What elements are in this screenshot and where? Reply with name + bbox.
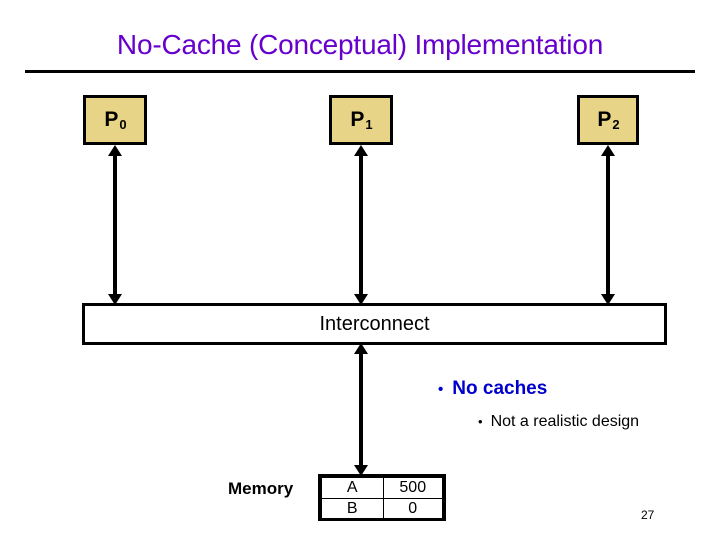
title-divider (25, 70, 695, 73)
table-row: B 0 (321, 498, 443, 520)
arrow-head-up-icon (354, 343, 368, 354)
arrow-shaft (606, 154, 610, 296)
memory-address-0: A (321, 477, 384, 499)
memory-address-1: B (321, 498, 384, 520)
arrow-head-down-icon (354, 465, 368, 476)
processor-subscript-p0: 0 (119, 116, 127, 132)
bullet-no-caches: • No caches (438, 378, 547, 400)
memory-table: A 500 B 0 (318, 474, 446, 521)
memory-value-1: 0 (382, 498, 443, 520)
processor-label-p2: P (597, 108, 612, 131)
memory-label: Memory (228, 479, 294, 498)
interconnect-bar: Interconnect (82, 303, 667, 345)
processor-subscript-p2: 2 (612, 116, 620, 132)
interconnect-label: Interconnect (319, 312, 430, 335)
arrow-head-down-icon (601, 294, 615, 305)
bullet-text-no-caches: No caches (452, 378, 548, 399)
double-arrow-icon-p2-interconnect (600, 145, 616, 305)
processor-subscript-p1: 1 (365, 116, 373, 132)
table-row: A 500 (321, 477, 443, 499)
bullet-not-realistic-design: • Not a realistic design (478, 413, 639, 431)
page-title: No-Cache (Conceptual) Implementation (116, 29, 604, 60)
arrow-head-up-icon (108, 145, 122, 156)
memory-value-0: 500 (382, 477, 443, 499)
double-arrow-icon-p1-interconnect (353, 145, 369, 305)
double-arrow-icon-interconnect-memory (353, 343, 369, 476)
arrow-shaft (359, 352, 363, 467)
arrow-head-down-icon (108, 294, 122, 305)
bullet-marker-icon: • (478, 414, 483, 429)
double-arrow-icon-p0-interconnect (107, 145, 123, 305)
arrow-head-up-icon (354, 145, 368, 156)
processor-label-p0: P (104, 108, 119, 131)
bullet-marker-icon: • (438, 381, 444, 398)
bullet-text-not-realistic-design: Not a realistic design (490, 413, 640, 430)
arrow-shaft (113, 154, 117, 296)
arrow-head-down-icon (354, 294, 368, 305)
processor-label-p1: P (350, 108, 365, 131)
page-number: 27 (641, 508, 655, 522)
arrow-shaft (359, 154, 363, 296)
arrow-head-up-icon (601, 145, 615, 156)
